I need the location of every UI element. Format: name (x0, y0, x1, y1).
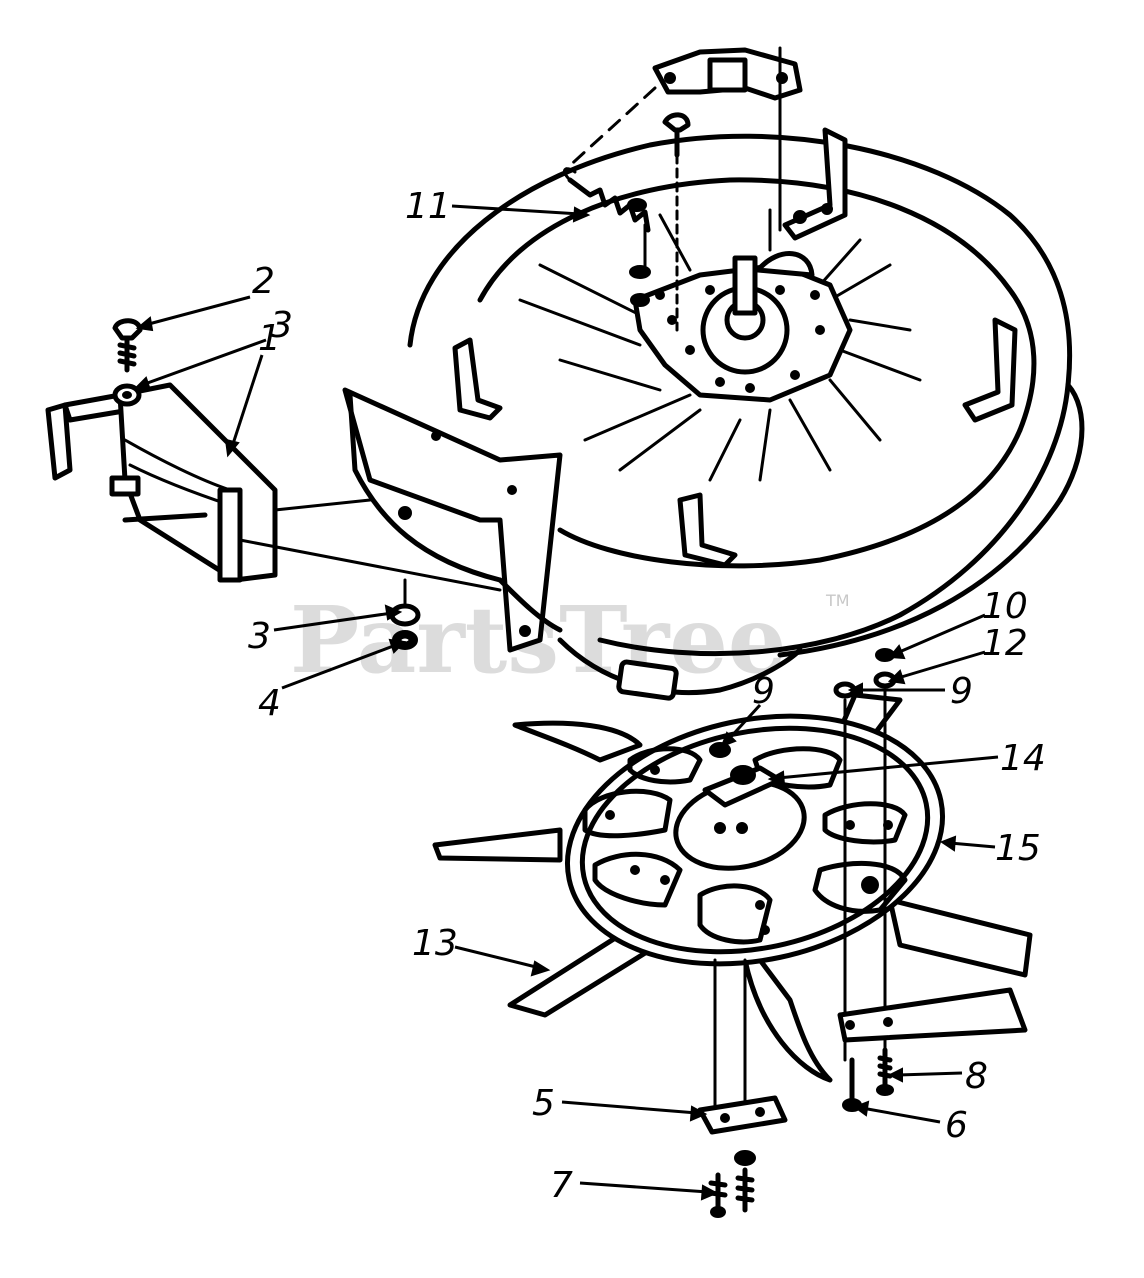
callout-label: 3 (248, 616, 271, 657)
callout-label: 14 (1000, 738, 1046, 779)
callout-label: 15 (995, 828, 1041, 869)
mower-deck-housing (342, 133, 1085, 701)
spring-assembly (563, 112, 691, 332)
callout-label: 1 (258, 318, 281, 359)
callout-label: 10 (982, 586, 1028, 627)
blade-disc (432, 692, 1033, 1083)
baffle (45, 382, 502, 592)
motor-mount-plate (632, 251, 853, 403)
baffle-bolt (112, 318, 143, 407)
blade-lower-right (837, 987, 1028, 1112)
callout-label: 9 (752, 671, 775, 712)
watermark-trademark: TM (825, 591, 850, 610)
bottom-plate-bolts (697, 958, 788, 1218)
right-hardware (833, 648, 897, 1062)
callout-label: 11 (405, 186, 451, 227)
callout-label: 9 (950, 671, 973, 712)
callout-label: 2 (252, 261, 275, 302)
callouts: 1 2 3 3 4 5 6 7 8 9 (132, 186, 1046, 1206)
callout-label: 12 (982, 623, 1028, 664)
deck-brackets (452, 127, 1018, 568)
callout-label: 8 (965, 1056, 988, 1097)
callout-label: 13 (412, 923, 458, 964)
callout-label: 3 (270, 305, 293, 346)
callout-label: 5 (532, 1083, 555, 1124)
callout-label: 7 (550, 1165, 573, 1206)
callout-label: 4 (258, 683, 281, 724)
callout-label: 6 (945, 1105, 968, 1146)
